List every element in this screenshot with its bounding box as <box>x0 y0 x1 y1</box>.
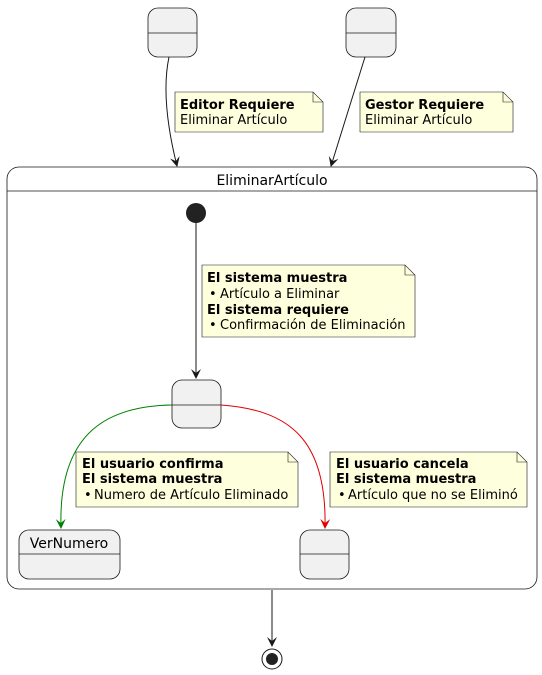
state-confirmacion <box>171 379 222 429</box>
bullet-icon: • <box>209 287 217 302</box>
initial-state <box>186 203 206 223</box>
state-editor <box>147 7 198 58</box>
state-ver-numero: VerNumero <box>18 529 121 580</box>
note-editor-title: Editor Requiere <box>180 98 295 113</box>
transition-editor-to-eliminar <box>165 56 180 167</box>
state-ver-numero-label: VerNumero <box>30 536 108 552</box>
note-editor-text: Eliminar Artículo <box>180 113 287 128</box>
note-usuario-confirma: El usuario confirma El sistema muestra •… <box>75 451 299 508</box>
final-state <box>261 648 283 670</box>
note-sistema: El sistema muestra • Artículo a Eliminar… <box>201 264 416 338</box>
bullet-icon: • <box>209 318 217 333</box>
note-sistema-item1: Artículo a Eliminar <box>220 287 340 302</box>
transition-confirm-green <box>55 404 173 529</box>
note-usuario-cancela: El usuario cancela El sistema muestra • … <box>329 451 528 508</box>
note-gestor-title: Gestor Requiere <box>365 98 484 113</box>
state-gestor <box>345 7 397 58</box>
transition-gestor-to-eliminar <box>328 56 366 167</box>
note-gestor-requiere: Gestor Requiere Eliminar Artículo <box>359 91 514 133</box>
note-confirma-title: El usuario confirma <box>82 457 223 472</box>
transition-cancel-red <box>220 404 331 529</box>
note-sistema-muestra: El sistema muestra <box>207 271 347 286</box>
note-sistema-requiere: El sistema requiere <box>207 303 349 318</box>
note-confirma-item: Numero de Artículo Eliminado <box>94 488 288 503</box>
state-cancelado <box>299 529 350 580</box>
composite-title: EliminarArtículo <box>216 173 327 189</box>
note-editor-requiere: Editor Requiere Eliminar Artículo <box>174 91 324 133</box>
note-sistema-item2: Confirmación de Eliminación <box>220 318 406 333</box>
note-cancela-muestra: El sistema muestra <box>336 472 476 487</box>
note-gestor-text: Eliminar Artículo <box>365 113 472 128</box>
note-confirma-muestra: El sistema muestra <box>82 472 222 487</box>
note-cancela-item: Artículo que no se Eliminó <box>348 488 518 503</box>
bullet-icon: • <box>84 488 92 503</box>
note-cancela-title: El usuario cancela <box>336 457 469 472</box>
composite-eliminar-articulo: EliminarArtículo <box>6 166 538 590</box>
bullet-icon: • <box>338 488 346 503</box>
